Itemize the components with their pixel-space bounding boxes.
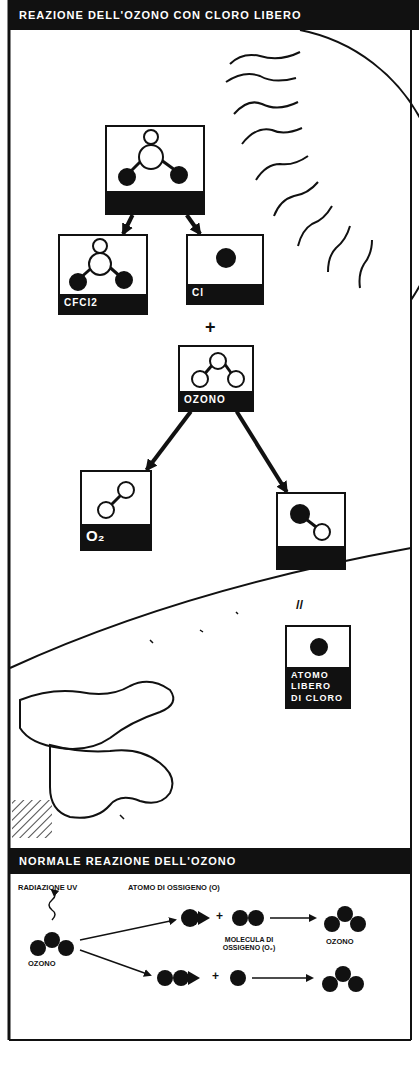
molecule <box>107 127 203 191</box>
label-strip <box>107 191 203 213</box>
operator-symbol: + <box>216 910 223 923</box>
title: REAZIONE DELL'OZONO CON CLORO LIBERO <box>19 9 301 21</box>
operator-symbol: // <box>296 598 303 612</box>
reaction-arrow <box>187 215 200 234</box>
title-band: REAZIONE DELL'OZONO CON CLORO LIBERO <box>9 0 419 30</box>
molecule-box: O₂ <box>80 470 152 551</box>
caption-label: RADIAZIONE UV <box>18 884 88 892</box>
ozone-box: OZONO <box>178 345 254 412</box>
hatching <box>12 800 52 838</box>
section-band: NORMALE REAZIONE DELL'OZONO <box>9 848 411 874</box>
molecule <box>60 236 146 294</box>
frame <box>9 1039 411 1041</box>
molecule-box: CFCl2 <box>58 234 148 315</box>
normal-ozone-reaction <box>30 890 366 992</box>
frame <box>8 0 11 1040</box>
label-strip: ATOMO LIBERO DI CLORO <box>287 667 349 707</box>
molecule <box>180 347 252 391</box>
molecule <box>188 236 262 284</box>
node-label: ATOMO LIBERO DI CLORO <box>291 670 345 704</box>
operator-symbol: + <box>212 970 219 983</box>
molecule <box>278 494 344 546</box>
molecule <box>287 627 349 667</box>
caption-label: ATOMO DI OSSIGENO (O) <box>128 884 268 892</box>
label-strip <box>278 546 344 568</box>
earth <box>10 548 411 819</box>
node-label: Cl <box>192 287 258 300</box>
frame <box>410 30 412 1040</box>
label-strip: OZONO <box>180 391 252 410</box>
reaction-arrow <box>237 412 287 493</box>
molecule-box <box>276 492 346 570</box>
molecule <box>82 472 150 524</box>
caption-label: MOLECULA DI OSSIGENO (O₂) <box>218 936 280 951</box>
label-strip: CFCl2 <box>60 294 146 313</box>
node-label: OZONO <box>184 394 248 407</box>
atom-box: Cl <box>186 234 264 305</box>
atom-box: ATOMO LIBERO DI CLORO <box>285 625 351 709</box>
node-label: O₂ <box>86 527 146 546</box>
label-strip: Cl <box>188 284 262 303</box>
node-label: CFCl2 <box>64 297 142 310</box>
label-strip: O₂ <box>82 524 150 549</box>
reaction-arrow <box>123 215 132 234</box>
reaction-arrow <box>147 412 191 471</box>
molecule-box <box>105 125 205 215</box>
caption-label: OZONO <box>326 938 376 946</box>
caption-label: OZONO <box>28 960 78 968</box>
operator-symbol: + <box>205 318 216 338</box>
section-heading: NORMALE REAZIONE DELL'OZONO <box>19 855 236 867</box>
